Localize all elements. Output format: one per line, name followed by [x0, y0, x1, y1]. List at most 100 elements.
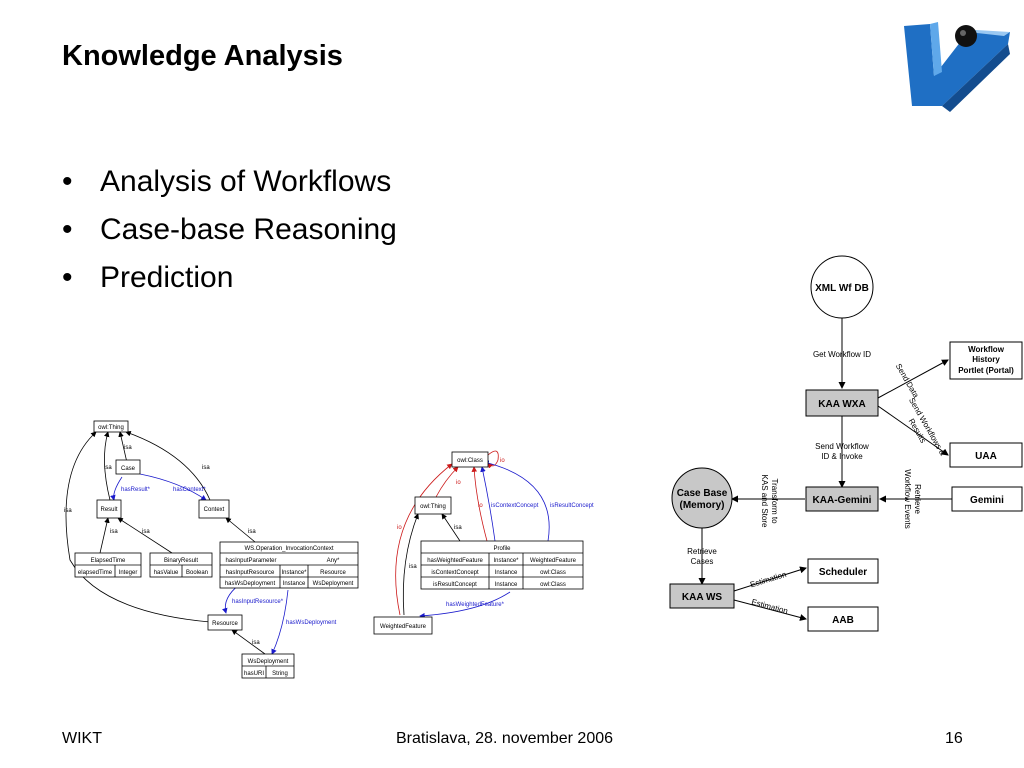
binary-result-prop: hasValue: [154, 570, 179, 576]
slide-title: Knowledge Analysis: [62, 40, 343, 72]
isa-edge: [65, 431, 211, 623]
io-edge: [395, 463, 453, 616]
ws-context-cell: hasInputResource: [226, 570, 275, 576]
edge-wxa-to-portlet: [877, 359, 949, 399]
isa-label: isa: [248, 529, 256, 535]
case-base-label: Case Base: [677, 488, 728, 499]
isa-edge: [125, 430, 211, 501]
xml-db-node: [810, 255, 874, 319]
bullet-text: Analysis of Workflows: [100, 165, 392, 198]
architecture-diagram: XML Wf DB KAA WXA KAA-Gemini Case Base (…: [669, 255, 1023, 632]
has-result-edge: [110, 476, 123, 501]
owl-thing-node: [414, 496, 452, 515]
send-workflow-label: ID & Invoke: [821, 452, 863, 461]
isa-label: isa: [142, 529, 150, 535]
isa-label: isa: [110, 529, 118, 535]
profile-cell: owl:Class: [540, 570, 566, 576]
isa-label: isa: [104, 465, 112, 471]
kaa-ws-node: [669, 583, 735, 609]
isa-label: isa: [64, 508, 72, 514]
ws-context-cell: hasInputParameter: [225, 558, 276, 564]
get-workflow-id-label: Get Workflow ID: [813, 350, 871, 359]
isa-edge: [231, 629, 266, 655]
bullet-item: • Case-base Reasoning: [62, 206, 397, 254]
has-input-resource-label: hasInputResource*: [232, 599, 284, 605]
retrieve-cases-label: Retrieve: [687, 547, 717, 556]
portlet-label: History: [972, 355, 1000, 364]
retrieve-events-label: Retrieve: [913, 484, 922, 514]
isa-edge: [402, 513, 419, 616]
edge-wxa-to-uaa: [877, 405, 949, 456]
has-weighted-feature-edge: [419, 591, 511, 619]
bullet-text: Prediction: [100, 261, 234, 294]
weighted-feature-node: [373, 616, 433, 635]
elapsed-time-type: Integer: [119, 570, 138, 576]
kaa-gemini-node: [805, 486, 879, 512]
kaa-wxa-node: [805, 389, 879, 417]
portlet-label: Portlet (Portal): [958, 366, 1014, 375]
kaa-ws-label: KAA WS: [682, 592, 723, 603]
case-node: [115, 459, 141, 475]
scheduler-label: Scheduler: [819, 567, 867, 578]
has-context-edge: [139, 473, 207, 501]
binary-result-type: Boolean: [186, 570, 208, 576]
profile-cell: isResultConcept: [433, 582, 477, 588]
ws-deployment-type: String: [272, 671, 288, 677]
bullet-text: Case-base Reasoning: [100, 213, 397, 246]
aab-label: AAB: [832, 615, 854, 626]
owl-class-node: [451, 451, 489, 468]
footer-center: Bratislava, 28. november 2006: [396, 730, 614, 747]
edge-ws-to-scheduler: [733, 566, 807, 592]
profile-cell: Instance*: [493, 558, 519, 564]
scheduler-node: [807, 558, 879, 584]
isa-edge: [441, 513, 461, 542]
isa-label: isa: [454, 525, 462, 531]
owl-thing-label: owl:Thing: [420, 504, 446, 510]
profile-cell: hasWeightedFeature: [427, 558, 483, 564]
profile-cell: isContextConcept: [431, 570, 479, 576]
ws-context-cell: Instance: [283, 581, 306, 587]
bullet-list: • Analysis of Workflows • Case-base Reason…: [62, 158, 397, 302]
retrieve-events-label: Workflow Events: [903, 469, 912, 528]
aab-node: [807, 606, 879, 632]
uaa-label: UAA: [975, 451, 997, 462]
portlet-label: Workflow: [968, 345, 1005, 354]
send-workflow-label: Send Workflow: [815, 442, 869, 451]
bullet-dot: •: [62, 213, 73, 246]
kaa-gemini-label: KAA-Gemini: [813, 495, 872, 506]
send-data-label: Send Data: [894, 362, 921, 400]
owl-class-label: owl:Class: [457, 458, 483, 464]
isa-label: isa: [409, 564, 417, 570]
isa-label: isa: [202, 465, 210, 471]
ontology-profile-diagram: io io io io isa isa isContextConcept isR…: [373, 450, 594, 635]
ws-context-title: WS.Operation_InvocationContext: [244, 546, 333, 552]
context-label: Context: [204, 507, 225, 513]
ws-context-cell: Resource: [320, 570, 346, 576]
binary-result-title: BinaryResult: [164, 558, 198, 564]
isa-label: isa: [124, 445, 132, 451]
elapsed-time-title: ElapsedTime: [91, 558, 126, 564]
profile-cell: WeightedFeature: [530, 558, 577, 564]
gemini-label: Gemini: [970, 495, 1004, 506]
ws-context-cell: WsDeployment: [313, 581, 354, 587]
profile-cell: Instance: [495, 582, 518, 588]
edge-ws-to-aab: [733, 599, 807, 621]
gemini-node: [951, 486, 1023, 512]
kaa-wxa-label: KAA WXA: [818, 399, 865, 410]
isa-label: isa: [252, 640, 260, 646]
estimation-label: Estimation: [750, 597, 788, 615]
isa-edge: [99, 517, 110, 554]
isa-edge: [117, 517, 173, 554]
io-label: io: [456, 480, 461, 486]
is-context-concept-edge: [480, 466, 496, 542]
ws-context-cell: hasWsDeployment: [225, 581, 276, 587]
footer-left: WIKT: [62, 730, 102, 747]
context-node: [198, 499, 230, 519]
ws-deployment-prop: hasURI: [244, 671, 264, 677]
case-label: Case: [121, 466, 136, 472]
owl-thing-node: [93, 420, 129, 433]
result-node: [96, 499, 122, 519]
bullet-dot: •: [62, 165, 73, 198]
ws-context-cell: Instance*: [281, 570, 307, 576]
has-context-label: hasContext*: [173, 487, 206, 493]
